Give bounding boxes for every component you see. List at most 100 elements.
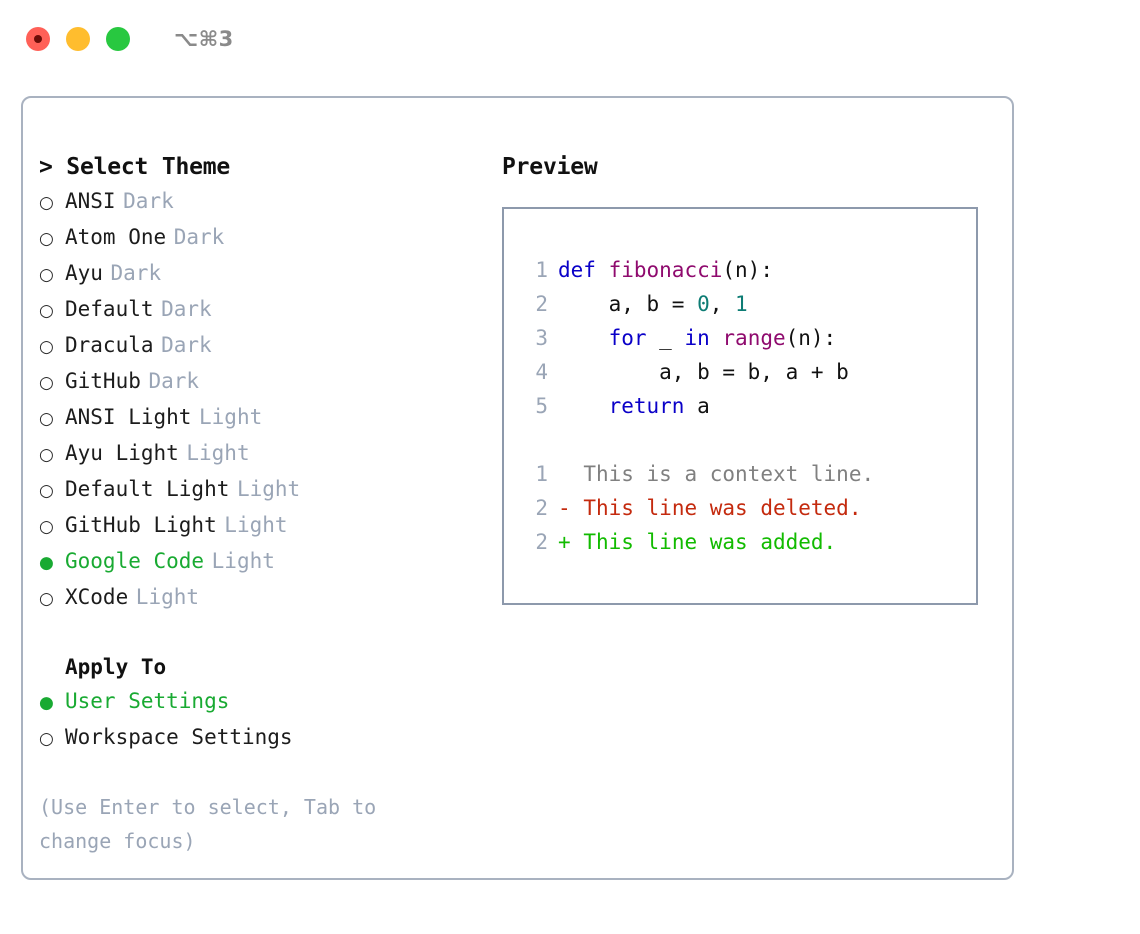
code-token-kw: for: [608, 326, 647, 350]
theme-option-ayu[interactable]: ○ Ayu Dark: [39, 256, 499, 292]
diff-line-text: This line was deleted.: [583, 496, 862, 520]
code-token-kw: in: [684, 326, 710, 350]
code-token-fn: range: [722, 326, 786, 350]
code-line: 5 return a: [504, 389, 976, 423]
theme-option-ansi-light[interactable]: ○ ANSI Light Light: [39, 400, 499, 436]
diff-line-del: 2- This line was deleted.: [504, 491, 976, 525]
diff-line-text: This line was added.: [583, 530, 837, 554]
radio-unselected-icon: ○: [39, 729, 54, 749]
code-line-content: for _ in range(n):: [558, 321, 837, 355]
code-line-content: a, b = 0, 1: [558, 287, 748, 321]
radio-unselected-icon: ○: [39, 517, 54, 537]
close-button[interactable]: [26, 27, 50, 51]
code-token-kw: return: [608, 394, 685, 418]
code-token-txt: ,: [709, 292, 736, 316]
window-controls: [26, 27, 130, 51]
line-number: 1: [535, 258, 548, 282]
theme-variant-badge: Dark: [161, 297, 212, 321]
theme-variant-badge: Dark: [173, 225, 225, 249]
code-line-content: def fibonacci(n):: [558, 253, 773, 287]
theme-option-label: XCode: [65, 585, 129, 609]
code-token-txt: a: [684, 394, 710, 418]
theme-option-default[interactable]: ○ Default Dark: [39, 292, 499, 328]
radio-unselected-icon: ○: [39, 337, 54, 357]
theme-option-label: Default: [65, 297, 154, 321]
apply-to-option-label: Workspace Settings: [65, 725, 293, 749]
theme-variant-badge: Dark: [110, 261, 162, 285]
code-token-txt: [558, 394, 609, 418]
theme-option-label: Google Code: [65, 549, 205, 573]
theme-variant-badge: Light: [236, 477, 301, 501]
select-theme-header: > Select Theme: [39, 154, 231, 180]
diff-line-ctx: 1 This is a context line.: [504, 457, 976, 491]
code-line: 1 def fibonacci(n):: [504, 253, 976, 287]
line-number: 2: [535, 292, 548, 316]
theme-option-label: Atom One: [65, 225, 167, 249]
theme-option-label: GitHub: [65, 369, 141, 393]
code-line-content: a, b = b, a + b: [558, 355, 849, 389]
keyboard-shortcut-label: ⌥⌘3: [174, 27, 234, 51]
minimize-button[interactable]: [66, 27, 90, 51]
apply-to-option-workspace-settings[interactable]: ○ Workspace Settings: [39, 720, 499, 756]
theme-option-label: Dracula: [65, 333, 154, 357]
line-number: 2: [535, 496, 548, 520]
theme-option-label: ANSI Light: [65, 405, 192, 429]
radio-unselected-icon: ○: [39, 265, 54, 285]
theme-variant-badge: Light: [211, 549, 275, 573]
line-number: 5: [535, 394, 548, 418]
radio-unselected-icon: ○: [39, 373, 54, 393]
diff-spacer: [571, 491, 584, 525]
theme-option-label: ANSI: [65, 189, 116, 213]
diff-line-text: This is a context line.: [583, 462, 875, 486]
code-token-txt: _: [646, 326, 685, 350]
theme-option-label: Ayu: [65, 261, 103, 285]
line-number: 4: [535, 360, 548, 384]
keyboard-hint-text: (Use Enter to select, Tab to change focu…: [39, 795, 377, 853]
code-line: 3 for _ in range(n):: [504, 321, 976, 355]
line-number: 1: [535, 462, 548, 486]
radio-unselected-icon: ○: [39, 481, 54, 501]
code-line: 2 a, b = 0, 1: [504, 287, 976, 321]
radio-unselected-icon: ○: [39, 193, 54, 213]
code-token-txt: (n):: [785, 326, 837, 350]
code-token-fn: fibonacci: [608, 258, 723, 282]
theme-option-label: Ayu Light: [65, 441, 179, 465]
code-token-txt: [710, 326, 723, 350]
radio-unselected-icon: ○: [39, 301, 54, 321]
line-number: 3: [535, 326, 548, 350]
apply-to-option-user-settings[interactable]: ●User Settings: [39, 684, 499, 720]
apply-to-option-list: ●User Settings ○ Workspace Settings: [39, 684, 499, 756]
theme-variant-badge: Light: [224, 513, 288, 537]
theme-option-ansi[interactable]: ○ ANSI Dark: [39, 184, 499, 220]
radio-selected-icon: ●: [39, 553, 54, 573]
apply-to-option-label: User Settings: [65, 689, 230, 713]
radio-unselected-icon: ○: [39, 409, 54, 429]
apply-to-header: Apply To: [65, 655, 167, 679]
radio-unselected-icon: ○: [39, 445, 54, 465]
diff-line-add: 2+ This line was added.: [504, 525, 976, 559]
radio-unselected-icon: ○: [39, 229, 54, 249]
list-spacer: [39, 616, 499, 650]
diff-marker: -: [558, 496, 571, 520]
theme-variant-badge: Light: [199, 405, 263, 429]
diff-spacer: [571, 525, 584, 559]
code-token-num: 0: [697, 292, 710, 316]
theme-variant-badge: Dark: [123, 189, 174, 213]
theme-variant-badge: Light: [135, 585, 200, 609]
maximize-button[interactable]: [106, 27, 130, 51]
code-gap: [504, 423, 976, 457]
